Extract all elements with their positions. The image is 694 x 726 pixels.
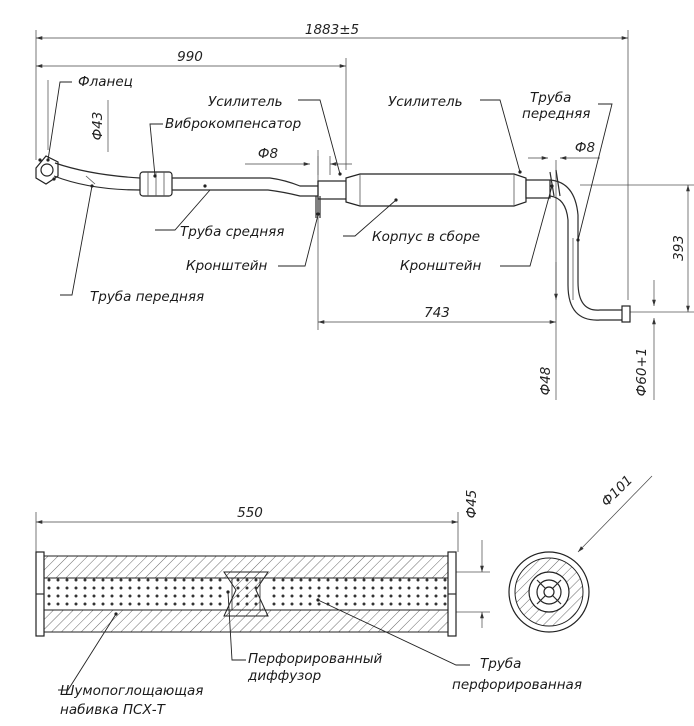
muffler-end-view <box>508 551 590 633</box>
label-sound-absorbing-1: Шумопоглощающая <box>60 683 203 699</box>
dim-body: Ф101 <box>577 472 653 553</box>
dim-body-text: Ф101 <box>598 472 636 510</box>
label-body-assembly: Корпус в сборе <box>372 229 480 245</box>
dim-outlet-text: Ф60+1 <box>634 348 650 397</box>
label-vibrocompensator: Виброкомпенсатор <box>165 116 301 132</box>
dim-8-left: Ф8 <box>245 146 352 175</box>
dim-section-length-text: 550 <box>237 505 263 521</box>
label-perforated-pipe-2: перфорированная <box>452 677 582 693</box>
label-perforated-diffuser-1: Перфорированный <box>248 651 383 667</box>
dim-48-text: Ф48 <box>538 367 554 396</box>
dim-total-length: 1883±5 <box>36 22 628 40</box>
dim-pipe-text: Ф45 <box>464 490 480 519</box>
dim-flange-text: Ф43 <box>90 112 106 141</box>
dim-total-length-text: 1883±5 <box>305 22 359 38</box>
muffler-section <box>35 551 457 637</box>
dim-height-text: 393 <box>671 235 687 261</box>
dim-outlet: Ф60+1 <box>634 280 656 400</box>
label-perforated-diffuser-2: диффузор <box>247 668 321 684</box>
label-reinforcement-2: Усилитель <box>388 94 463 110</box>
dim-8-right-text: Ф8 <box>575 140 595 156</box>
label-bracket-2: Кронштейн <box>400 258 482 274</box>
label-reinforcement-1: Усилитель <box>208 94 283 110</box>
leaders-top <box>46 81 613 296</box>
label-front-pipe-right-2: передняя <box>522 106 590 122</box>
label-front-pipe-right-1: Труба <box>530 90 571 106</box>
label-middle-pipe: Труба средняя <box>180 224 284 240</box>
label-rear-front-pipe: Труба передняя <box>90 289 204 305</box>
dim-body-offset: 743 <box>318 305 556 324</box>
leaders-bottom <box>58 590 470 691</box>
label-flange: Фланец <box>78 74 133 90</box>
dim-8-right: Ф8 <box>528 140 600 160</box>
dim-body-offset-text: 743 <box>424 305 450 321</box>
dim-height: 393 <box>671 185 690 312</box>
dim-pipe: Ф45 <box>456 490 490 628</box>
label-bracket-1: Кронштейн <box>186 258 268 274</box>
dim-front-section-text: 990 <box>177 49 203 65</box>
label-sound-absorbing-2: набивка ПСХ-Т <box>60 702 167 718</box>
muffler-body <box>345 173 527 207</box>
flange <box>35 155 59 185</box>
dim-48: Ф48 <box>538 262 558 400</box>
dim-flange: Ф43 <box>47 80 109 152</box>
extension-lines <box>35 30 694 330</box>
dim-8-left-text: Ф8 <box>258 146 278 162</box>
label-perforated-pipe-1: Труба <box>480 656 521 672</box>
dim-front-section: 990 <box>36 49 346 68</box>
exhaust-system <box>35 155 631 323</box>
dim-section-length: 550 <box>35 505 459 552</box>
